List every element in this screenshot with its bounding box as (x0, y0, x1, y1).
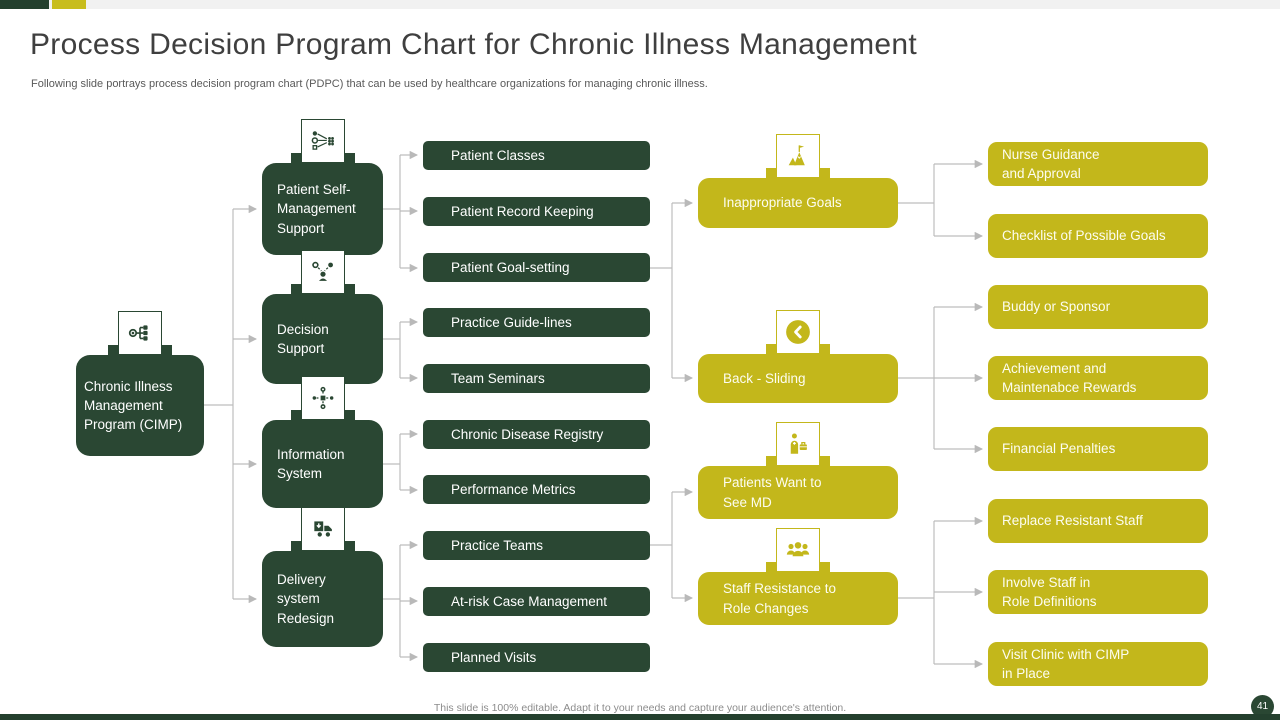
team-icon (786, 542, 810, 557)
node-practice-guide-lines: Practice Guide-lines (423, 308, 650, 337)
node-label: Inappropriate Goals (723, 195, 842, 211)
node-label: At-risk Case Management (451, 593, 608, 609)
node-label: Delivery system Redesign (277, 572, 335, 626)
node-delivery-system-redesign: Delivery system Redesign (262, 551, 383, 647)
page-subtitle: Following slide portrays process decisio… (31, 78, 708, 90)
node-label: Planned Visits (451, 649, 537, 665)
node-involve-staff-in-role-definitions: Involve Staff in Role Definitions (988, 570, 1208, 614)
icon-plate (766, 134, 830, 182)
page-title: Process Decision Program Chart for Chron… (30, 28, 917, 61)
node-buddy-or-sponsor: Buddy or Sponsor (988, 285, 1208, 329)
node-chronic-disease-registry: Chronic Disease Registry (423, 420, 650, 449)
node-visit-clinic-with-cimp-in-place: Visit Clinic with CIMP in Place (988, 642, 1208, 686)
node-label: Patient Self- Management Support (277, 182, 356, 236)
node-inappropriate-goals: Inappropriate Goals (698, 178, 898, 228)
node-label: Patients Want to See MD (723, 475, 822, 510)
network-icon (312, 386, 334, 410)
node-label: Involve Staff in Role Definitions (1002, 574, 1097, 609)
node-label: Patient Goal-setting (451, 259, 570, 275)
icon-plate (766, 422, 830, 470)
node-team-seminars: Team Seminars (423, 364, 650, 393)
top-accent-bar (0, 0, 1280, 9)
accent-block-yellow (52, 0, 86, 9)
node-financial-penalties: Financial Penalties (988, 427, 1208, 471)
node-label: Achievement and Maintenabce Rewards (1002, 360, 1137, 395)
icon-plate (108, 311, 172, 359)
node-label: Buddy or Sponsor (1002, 299, 1111, 315)
node-label: Back - Sliding (723, 370, 806, 386)
icon-plate (291, 376, 355, 424)
node-staff-resistance-to-role-changes: Staff Resistance to Role Changes (698, 572, 898, 625)
node-label: Practice Guide-lines (451, 314, 572, 330)
node-nurse-guidance-and-approval: Nurse Guidance and Approval (988, 142, 1208, 186)
decision-icon (312, 261, 333, 281)
node-label: Information System (277, 446, 345, 481)
node-label: Decision Support (277, 321, 329, 356)
node-label: Practice Teams (451, 537, 544, 553)
node-label: Performance Metrics (451, 481, 576, 497)
node-label: Patient Record Keeping (451, 203, 594, 219)
icon-plate (291, 250, 355, 298)
node-patient-goal-setting: Patient Goal-setting (423, 253, 650, 282)
bottom-accent-bar (0, 714, 1280, 720)
mountain-flag-icon (788, 145, 805, 166)
node-replace-resistant-staff: Replace Resistant Staff (988, 499, 1208, 543)
icon-plate (766, 310, 830, 358)
node-label: Patient Classes (451, 147, 545, 163)
node-label: Replace Resistant Staff (1002, 513, 1143, 529)
node-planned-visits: Planned Visits (423, 643, 650, 672)
node-label: Financial Penalties (1002, 441, 1116, 457)
node-label: Visit Clinic with CIMP in Place (1002, 646, 1130, 681)
node-practice-teams: Practice Teams (423, 531, 650, 560)
node-patients-want-to-see-md: Patients Want to See MD (698, 466, 898, 519)
doctor-icon (790, 433, 807, 454)
back-circle-icon (786, 320, 810, 344)
node-label: Chronic Illness Management Program (CIMP… (84, 378, 183, 433)
node-label: Nurse Guidance and Approval (1002, 146, 1100, 181)
node-patient-classes: Patient Classes (423, 141, 650, 170)
hierarchy-icon (128, 325, 148, 341)
node-decision-support: Decision Support (262, 294, 383, 384)
delivery-truck-icon (314, 521, 332, 537)
node-label: Staff Resistance to Role Changes (723, 581, 837, 616)
node-achievement-and-maintenance-rewards: Achievement and Maintenabce Rewards (988, 356, 1208, 400)
node-label: Chronic Disease Registry (451, 426, 604, 442)
node-patient-self-management-support: Patient Self- Management Support (262, 163, 383, 255)
icon-plate (766, 528, 830, 576)
accent-block-green (0, 0, 49, 9)
node-at-risk-case-management: At-risk Case Management (423, 587, 650, 616)
footer-note: This slide is 100% editable. Adapt it to… (433, 702, 847, 714)
icon-plate (291, 119, 355, 167)
node-label: Checklist of Possible Goals (1002, 228, 1166, 244)
node-information-system: Information System (262, 420, 383, 508)
node-patient-record-keeping: Patient Record Keeping (423, 197, 650, 226)
page-number-badge: 41 (1251, 695, 1274, 718)
node-chronic-illness-management-program: Chronic Illness Management Program (CIMP… (76, 355, 204, 456)
node-back-sliding: Back - Sliding (698, 354, 898, 403)
node-checklist-of-possible-goals: Checklist of Possible Goals (988, 214, 1208, 258)
icon-plate (291, 507, 355, 555)
node-performance-metrics: Performance Metrics (423, 475, 650, 504)
node-label: Team Seminars (451, 370, 545, 386)
delegate-icon (311, 131, 334, 150)
